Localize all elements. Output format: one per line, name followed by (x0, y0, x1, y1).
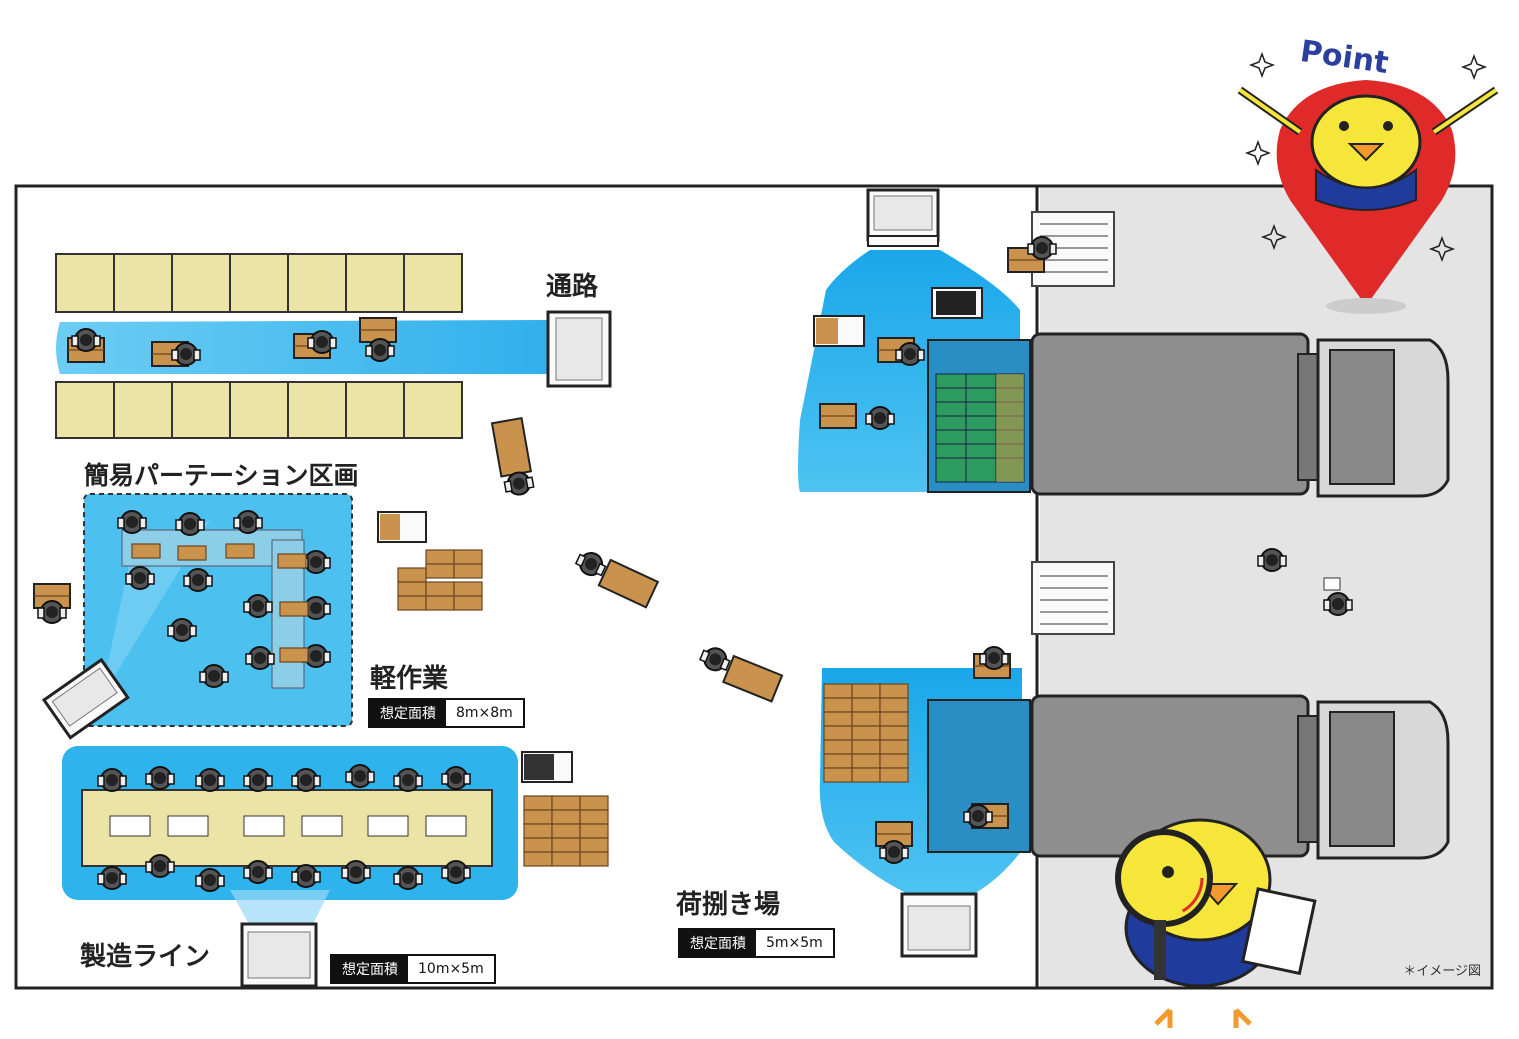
worker-icon (963, 803, 1009, 829)
area-tag-key: 想定面積 (370, 700, 446, 726)
worker-icon (33, 583, 71, 624)
dock-leveler-bottom (927, 699, 1031, 853)
area-tag-key: 想定面積 (332, 956, 408, 982)
area-tag-value: 8m×8m (456, 705, 513, 721)
worker-icon (875, 821, 913, 864)
partition-zone-label: 簡易パーテーション区画 (84, 461, 359, 490)
light-fixture-icon (546, 310, 612, 388)
light-fixture-icon (900, 892, 978, 958)
worker-icon (1323, 577, 1353, 616)
area-tag-value: 5m×5m (766, 935, 823, 951)
passage-label: 通路 (546, 272, 599, 302)
worker-icon (973, 646, 1011, 679)
worker-icon (293, 330, 337, 359)
light-work-label: 軽作業 (370, 664, 449, 694)
sorting-area-label: 荷捌き場 (676, 890, 781, 920)
truck-icon (1030, 332, 1450, 498)
pallet-icon (521, 751, 609, 867)
worker-icon (697, 642, 784, 703)
light-fixture-icon (41, 657, 130, 740)
area-tag-key: 想定面積 (680, 930, 756, 956)
light-fixture-icon (240, 922, 318, 988)
sorting-area-tag: 想定面積 5m×5m (678, 928, 835, 958)
worker-icon (572, 547, 660, 609)
production-line-area-tag: 想定面積 10m×5m (330, 954, 496, 984)
truck-icon (1030, 694, 1450, 860)
sparkle-icon (1244, 51, 1488, 263)
production-line-label: 製造ライン (80, 942, 211, 972)
shelf-row-top (55, 253, 463, 313)
worker-icon (359, 317, 397, 362)
stairs-bottom (1031, 561, 1115, 635)
worker-icon (819, 403, 895, 430)
worker-icon (151, 341, 201, 367)
light-fixture-icon (866, 188, 940, 247)
pallet-icon (823, 683, 909, 783)
image-note: ＊イメージ図 (1403, 964, 1481, 979)
shelf-row-bottom (55, 381, 463, 439)
pallet-icon (377, 511, 483, 611)
worker-icon (490, 416, 536, 498)
magnifier-icon (1115, 818, 1317, 1028)
area-tag-value: 10m×5m (418, 961, 484, 977)
production-workers (97, 764, 471, 892)
light-work-area-tag: 想定面積 8m×8m (368, 698, 525, 728)
mascot-icon (1237, 80, 1499, 314)
warehouse-outline (14, 184, 1494, 990)
